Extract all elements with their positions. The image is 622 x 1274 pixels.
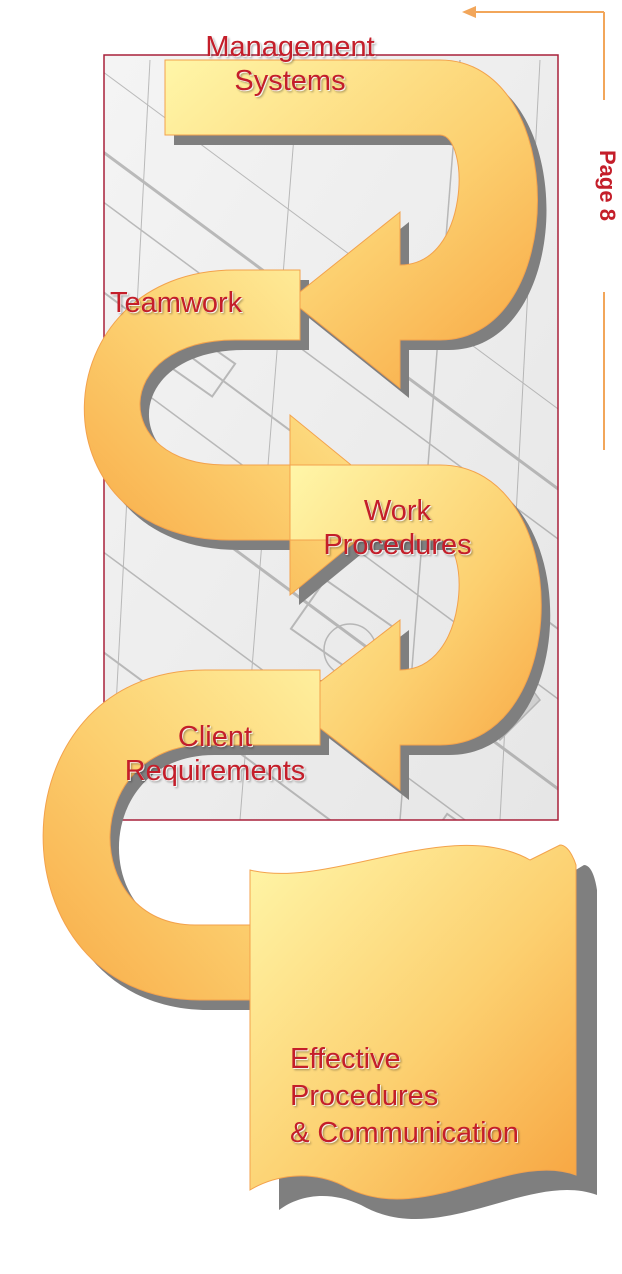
page-margin-rule — [469, 11, 605, 450]
step-label-line: Requirements — [124, 755, 306, 787]
step-label-line: Client — [177, 721, 253, 753]
step-client-requirements: Client Requirements — [100, 720, 330, 788]
step-management-systems: Management Systems — [175, 30, 405, 98]
step-label-line: Teamwork — [110, 287, 243, 319]
step-label-line: Procedures — [323, 529, 472, 561]
step-label-line: Systems — [234, 65, 346, 97]
step-effective-procedures-communication: Effective Procedures & Communication — [290, 1042, 519, 1150]
step-work-procedures: Work Procedures — [300, 494, 495, 562]
step-label-line: Management — [205, 31, 375, 63]
left-arrow-icon[interactable] — [462, 6, 476, 18]
step-label-line: Work — [363, 495, 432, 527]
arrow-work-procedures-to-client-requirements — [289, 464, 542, 792]
flow-arrows — [42, 59, 577, 1200]
step-label-line: Procedures — [290, 1080, 439, 1112]
arrow-management-to-teamwork — [164, 59, 538, 390]
page-number-label: Page 8 — [595, 150, 620, 221]
effective-procedures-banner — [249, 844, 577, 1200]
step-label-line: Effective — [290, 1043, 401, 1075]
step-label-line: & Communication — [290, 1117, 519, 1149]
step-teamwork: Teamwork — [110, 286, 242, 320]
